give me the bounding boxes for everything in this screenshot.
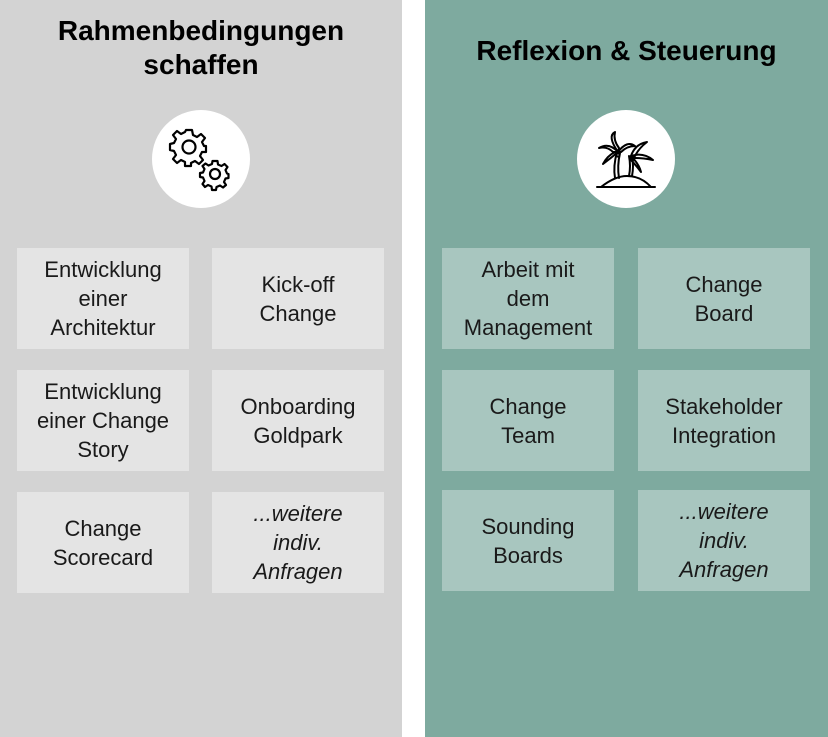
- card-line: indiv.: [699, 528, 749, 553]
- card-line: Board: [694, 300, 754, 326]
- card-line: Kick-off: [261, 271, 335, 297]
- card-line: einer: [78, 286, 128, 311]
- palm-island-icon: [577, 110, 675, 208]
- card-line: dem: [506, 286, 550, 311]
- card-arbeit-mit-management: Arbeit mit dem Management: [442, 248, 614, 349]
- card-line: Integration: [672, 422, 776, 448]
- card-line: Boards: [493, 542, 563, 568]
- left-column-title: Rahmenbedingungen schaffen: [0, 14, 402, 82]
- card-onboarding-goldpark: Onboarding Goldpark: [212, 370, 384, 471]
- card-stakeholder-integration: Stakeholder Integration: [638, 370, 810, 471]
- right-column-title: Reflexion & Steuerung: [425, 34, 828, 68]
- card-entwicklung-architektur: Entwicklung einer Architektur: [17, 248, 189, 349]
- card-line: Team: [501, 422, 555, 448]
- card-line: Management: [463, 315, 593, 340]
- card-weitere-anfragen: ...weitere indiv. Anfragen: [212, 492, 384, 593]
- card-line: Story: [77, 437, 129, 462]
- card-line: Anfragen: [679, 557, 769, 582]
- card-line: Change: [685, 271, 763, 297]
- left-title-line: schaffen: [143, 49, 259, 80]
- card-line: ...weitere: [679, 499, 769, 524]
- card-line: Change: [64, 515, 142, 541]
- right-title-line: Reflexion & Steuerung: [476, 35, 777, 66]
- card-line: Change: [259, 300, 337, 326]
- card-line: ...weitere: [253, 501, 343, 526]
- card-line: Architektur: [50, 315, 156, 340]
- left-title-line: Rahmenbedingungen: [57, 15, 345, 46]
- card-line: Arbeit mit: [481, 257, 575, 282]
- card-change-story: Entwicklung einer Change Story: [17, 370, 189, 471]
- card-line: Entwicklung: [44, 379, 162, 404]
- card-line: Stakeholder: [665, 393, 783, 419]
- gears-icon: [152, 110, 250, 208]
- card-line: Change: [489, 393, 567, 419]
- card-line: einer Change: [36, 408, 170, 433]
- left-column: Rahmenbedingungen schaffen Entwicklung e…: [0, 0, 402, 737]
- card-sounding-boards: Sounding Boards: [442, 490, 614, 591]
- card-line: indiv.: [273, 530, 323, 555]
- card-kick-off-change: Kick-off Change: [212, 248, 384, 349]
- right-column: Reflexion & Steuerung: [425, 0, 828, 737]
- card-line: Anfragen: [253, 559, 343, 584]
- card-change-scorecard: Change Scorecard: [17, 492, 189, 593]
- card-change-team: Change Team: [442, 370, 614, 471]
- card-line: Scorecard: [52, 544, 154, 570]
- card-line: Onboarding: [240, 393, 356, 419]
- card-change-board: Change Board: [638, 248, 810, 349]
- card-line: Entwicklung: [44, 257, 162, 282]
- card-line: Goldpark: [253, 422, 343, 448]
- card-weitere-anfragen: ...weitere indiv. Anfragen: [638, 490, 810, 591]
- card-line: Sounding: [481, 513, 575, 539]
